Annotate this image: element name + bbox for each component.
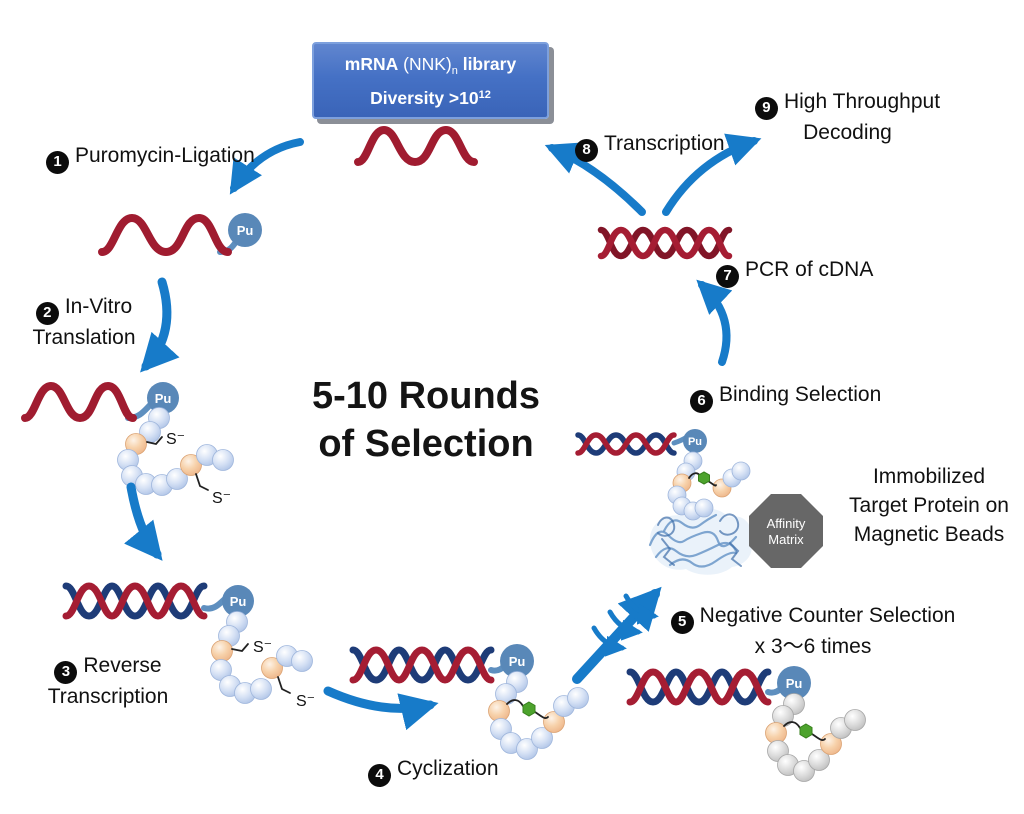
step-label-binding-selection: 6 Binding Selection [690, 382, 881, 413]
step-label-text: PCR of cDNA [745, 258, 874, 281]
mrna-wave-icon [354, 125, 478, 167]
step-number-badge: 7 [716, 264, 739, 288]
peptide-chain [210, 611, 313, 704]
cyclic-peptide-ring [488, 671, 589, 760]
step-label-text: Reverse [83, 654, 162, 677]
pu-label: Pu [155, 391, 172, 406]
step-label-puromycin-ligation: 1 Puromycin-Ligation [46, 143, 255, 174]
step-label-text: Translation [32, 325, 136, 349]
immobilized-target-caption: Immobilized Target Protein on Magnetic B… [843, 462, 1015, 549]
step-number-badge: 3 [54, 660, 78, 684]
step-label-text: Transcription [604, 132, 725, 155]
translated-peptide-molecule: Pu S⁻ S⁻ [21, 381, 234, 507]
library-diversity-text: Diversity >10 [370, 87, 479, 108]
step-label-pcr-of-cdna: 7 PCR of cDNA [716, 257, 873, 288]
step-number-badge: 5 [670, 610, 694, 634]
pu-circle [683, 429, 707, 453]
green-linker-icon [522, 701, 536, 717]
step-label-text: Puromycin-Ligation [75, 144, 255, 167]
thiol-label: S⁻ [166, 431, 185, 448]
thiol-label: S⁻ [253, 639, 272, 656]
affinity-matrix-label: Affinity [767, 516, 806, 531]
cdna-duplex-peptide-molecule: Pu S⁻ S⁻ [62, 582, 315, 710]
target-protein-icon [648, 508, 752, 575]
caption-line: Magnetic Beads [853, 523, 1005, 546]
affinity-matrix-octagon: Affinity Matrix [749, 494, 823, 568]
affinity-matrix-label: Matrix [768, 532, 804, 547]
step-label-text: Binding Selection [719, 383, 882, 406]
step-label-text: Cyclization [397, 757, 499, 780]
step-number-badge: 1 [46, 150, 69, 174]
pu-label: Pu [230, 594, 247, 609]
pu-label: Pu [237, 223, 254, 238]
step-label-text: x 3～6 times [754, 634, 872, 658]
step-number-badge: 9 [754, 96, 778, 120]
binding-selection-complex: Pu A [575, 429, 823, 575]
library-title-subscript: n [451, 64, 458, 77]
caption-line: of Selection [318, 423, 534, 465]
thiol-label: S⁻ [296, 693, 315, 710]
step-label-text: High Throughput [783, 90, 941, 113]
step-label-cyclization: 4 Cyclization [368, 756, 499, 787]
pu-label: Pu [509, 654, 526, 669]
step-label-text: In-Vitro [64, 295, 133, 318]
thiol-label: S⁻ [212, 490, 231, 507]
caption-line: 5-10 Rounds [311, 375, 541, 417]
pcr-dna-duplex-icon [597, 226, 733, 260]
pu-circle [500, 644, 534, 678]
counter-selection-molecule: Pu [626, 666, 866, 782]
step-number-badge: 8 [575, 138, 598, 162]
step-label-transcription: 8 Transcription [575, 131, 725, 162]
arrow-step6-to-step7 [696, 279, 733, 366]
mrna-puromycin-molecule: Pu [98, 213, 262, 257]
library-title-bold: mRNA [344, 53, 399, 74]
step-number-badge: 2 [35, 301, 59, 325]
step-number-badge: 4 [368, 763, 391, 787]
library-title-nnk: (NNK) [398, 53, 452, 74]
green-linker-icon [698, 471, 710, 485]
pu-circle [147, 382, 179, 414]
cyclized-peptide-molecule: Pu [349, 644, 589, 760]
pu-label: Pu [786, 676, 803, 691]
step-label-text: Negative Counter Selection [699, 604, 956, 627]
library-box-line1: mRNA (NNK)n library [345, 52, 516, 83]
step-label-text: Decoding [803, 120, 892, 144]
pu-label: Pu [688, 436, 702, 448]
library-box: mRNA (NNK)n library Diversity >1012 [312, 42, 549, 119]
cyclic-peptide-ring [667, 451, 751, 521]
arrow-repeat-chevron [623, 593, 659, 625]
caption-line: Target Protein on [849, 494, 1009, 517]
pu-circle [228, 213, 262, 247]
library-diversity-exponent: 12 [478, 88, 491, 101]
pu-circle [222, 585, 254, 617]
rounds-of-selection-caption: 5-10 Rounds of Selection [292, 372, 560, 468]
caption-line: Immobilized [872, 465, 986, 488]
library-box-line2: Diversity >1012 [370, 83, 491, 110]
green-linker-icon [799, 723, 813, 739]
library-title-bold2: library [457, 53, 517, 74]
pu-circle [777, 666, 811, 700]
step-number-badge: 6 [690, 389, 713, 413]
step-label-text: Transcription [47, 684, 169, 708]
arrow-repeat-chevron [607, 609, 643, 641]
